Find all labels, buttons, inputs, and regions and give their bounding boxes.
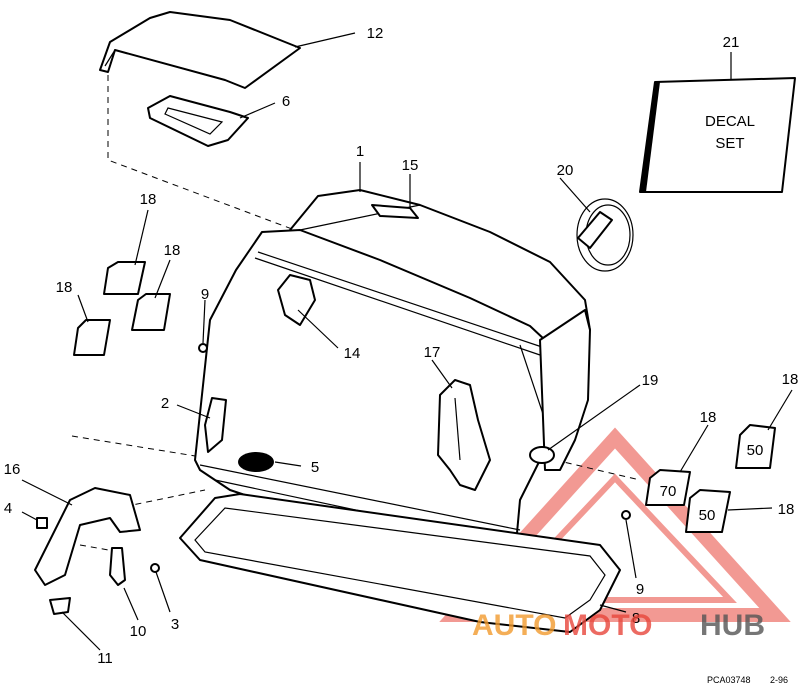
callout-21: 21 <box>723 34 740 51</box>
part-8-seal <box>179 493 621 633</box>
callout-18-d: 18 <box>782 371 799 388</box>
callout-18-f: 18 <box>778 501 795 518</box>
callout-17: 17 <box>424 344 441 361</box>
watermark-text: AUTO MOTO HUB <box>472 609 765 642</box>
part-20-cable-coil <box>576 198 634 272</box>
part-5-badge <box>238 452 274 472</box>
callout-8: 8 <box>632 610 640 627</box>
callout-18-e: 18 <box>700 409 717 426</box>
part-11-grommet <box>49 597 71 615</box>
callout-15: 15 <box>402 157 419 174</box>
part-6-gasket <box>147 95 249 147</box>
decal-line-1: DECAL <box>705 113 755 130</box>
callout-1: 1 <box>356 143 364 160</box>
callout-2: 2 <box>161 395 169 412</box>
part-18-decals: 70 50 50 <box>73 261 776 533</box>
callout-3: 3 <box>171 616 179 633</box>
callout-19: 19 <box>642 372 659 389</box>
watermark-hub: HUB <box>700 609 765 642</box>
callout-11: 11 <box>97 650 113 667</box>
callout-9-right: 9 <box>636 581 644 598</box>
callout-numbers: 1 15 12 6 21 20 18 18 18 9 14 17 19 2 5 … <box>4 25 799 667</box>
decal-line-2: SET <box>715 135 744 152</box>
badge-50-upper: 50 <box>747 442 764 459</box>
part-19-grommet <box>529 446 555 464</box>
part-15-slot <box>371 204 419 219</box>
part-12-top-cover <box>99 11 301 89</box>
callout-6: 6 <box>282 93 290 110</box>
part-9-screw-right <box>621 510 631 520</box>
leader-lines <box>21 32 793 651</box>
callout-20: 20 <box>557 162 574 179</box>
callout-12: 12 <box>367 25 384 42</box>
part-10-spring <box>109 547 126 586</box>
callout-18-c: 18 <box>56 279 73 296</box>
part-4-clip <box>36 517 48 529</box>
watermark-auto: AUTO <box>472 609 556 642</box>
callout-9-left: 9 <box>201 286 209 303</box>
callout-18-a: 18 <box>140 191 157 208</box>
footer-date: 2-96 <box>770 675 788 685</box>
callout-4: 4 <box>4 500 12 517</box>
callout-5: 5 <box>311 459 319 476</box>
part-2-side-fitting <box>204 397 227 453</box>
part-16-bracket <box>34 487 141 586</box>
callout-18-b: 18 <box>164 242 181 259</box>
part-3-screw <box>150 563 160 573</box>
badge-50-lower: 50 <box>699 507 716 524</box>
badge-70: 70 <box>660 483 677 500</box>
part-21-decal-set-box: DECAL SET <box>639 77 796 193</box>
callout-10: 10 <box>130 623 147 640</box>
part-9-screw-left <box>198 343 208 353</box>
part-17-latch <box>437 379 491 491</box>
part-14-plate <box>277 274 316 326</box>
callout-16: 16 <box>4 461 21 478</box>
footer-code: PCA03748 <box>707 675 751 685</box>
watermark-moto: MOTO <box>563 609 652 642</box>
callout-14: 14 <box>344 345 361 362</box>
